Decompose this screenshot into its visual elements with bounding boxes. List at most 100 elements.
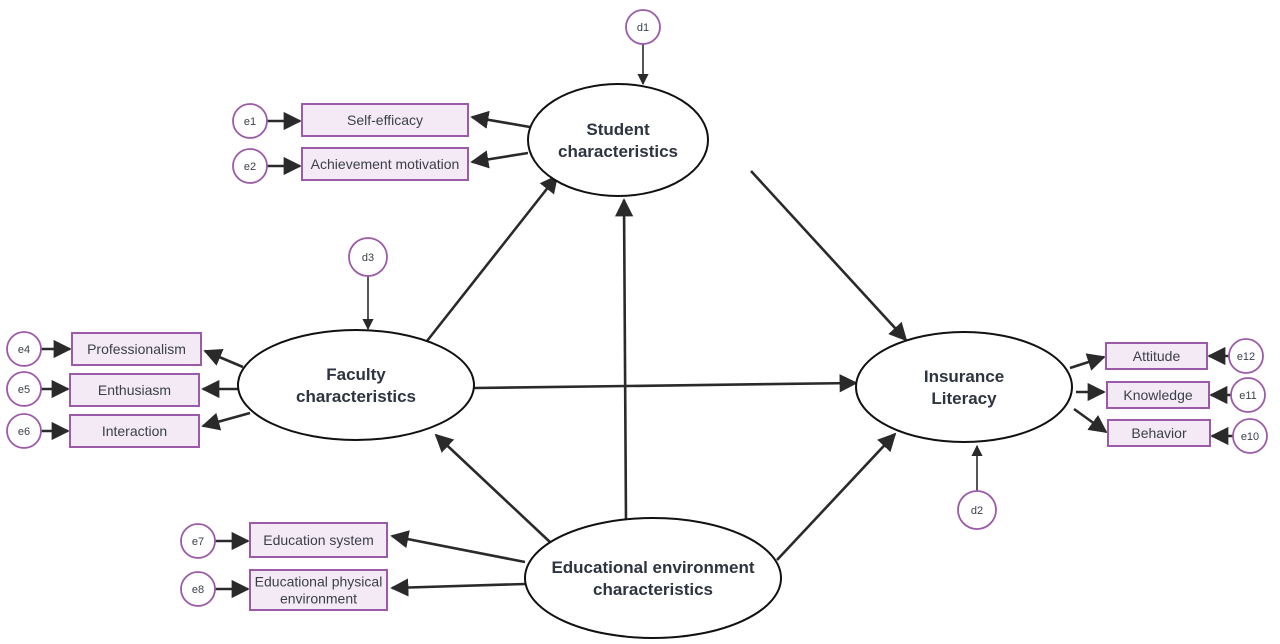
structural-path-environment-to-student	[615, 198, 634, 524]
error-label: e4	[18, 344, 30, 356]
error-label: e6	[18, 426, 30, 438]
loading-arrow-behavior	[1073, 407, 1108, 434]
indicator-box	[301, 103, 469, 137]
error-circle	[1228, 338, 1264, 374]
latent-label: characteristics	[558, 142, 678, 161]
indicator-knowledge[interactable]: Knowledge	[1106, 381, 1210, 409]
indicator-label: Attitude	[1133, 348, 1181, 364]
loading-arrow-edu_physical	[390, 578, 526, 597]
error-term-e5[interactable]: e5	[6, 371, 42, 407]
latent-label: Faculty	[326, 365, 386, 384]
latent-environment[interactable]: Educational environment characteristics	[524, 517, 782, 639]
indicator-box	[69, 373, 200, 407]
structural-path-environment-to-faculty	[434, 433, 552, 544]
error-circle	[1232, 418, 1268, 454]
error-term-e4[interactable]: e4	[6, 331, 42, 367]
indicator-edu_system[interactable]: Education system	[249, 522, 388, 558]
indicator-box	[69, 414, 200, 448]
disturbance-d3[interactable]: d3	[348, 237, 388, 277]
indicator-label: Achievement motivation	[311, 156, 460, 172]
indicator-box	[1107, 419, 1211, 447]
nodes-layer: StudentcharacteristicsFacultycharacteris…	[6, 9, 1268, 639]
error-term-e12[interactable]: e12	[1228, 338, 1264, 374]
error-label: e12	[1237, 351, 1255, 363]
latent-label: Literacy	[931, 389, 997, 408]
structural-path-student-to-insurance	[750, 170, 908, 342]
error-circle	[232, 103, 268, 139]
edges-layer	[41, 44, 1233, 599]
indicator-label: Knowledge	[1123, 387, 1192, 403]
structural-path-faculty-to-student	[425, 174, 559, 342]
indicator-label: Education system	[263, 532, 374, 548]
error-term-e7[interactable]: e7	[180, 523, 216, 559]
indicator-achievement[interactable]: Achievement motivation	[301, 147, 469, 181]
indicator-box	[71, 332, 202, 366]
loading-arrow-self_efficacy	[470, 110, 531, 129]
indicator-box	[249, 522, 388, 558]
latent-label: Insurance	[924, 367, 1004, 386]
latent-label: Educational environment	[551, 558, 754, 577]
latent-ellipse	[855, 331, 1073, 443]
indicator-box	[249, 569, 388, 611]
error-label: e10	[1241, 431, 1259, 443]
error-term-e2[interactable]: e2	[232, 148, 268, 184]
indicator-enthusiasm[interactable]: Enthusiasm	[69, 373, 200, 407]
error-circle	[232, 148, 268, 184]
error-circle	[6, 413, 42, 449]
loading-arrow-interaction	[201, 411, 251, 431]
error-circle	[180, 523, 216, 559]
loading-arrow-attitude	[1069, 353, 1106, 371]
error-term-e10[interactable]: e10	[1232, 418, 1268, 454]
latent-student[interactable]: Student characteristics	[527, 83, 709, 197]
disturbance-d1[interactable]: d1	[625, 9, 661, 45]
indicator-label: Behavior	[1131, 425, 1187, 441]
error-circle	[6, 371, 42, 407]
error-label: e1	[244, 116, 256, 128]
error-label: e7	[192, 536, 204, 548]
disturbance-label: d2	[971, 505, 983, 517]
loading-arrow-achievement	[470, 150, 529, 169]
disturbance-circle	[625, 9, 661, 45]
error-circle	[180, 571, 216, 607]
error-term-e6[interactable]: e6	[6, 413, 42, 449]
latent-label: characteristics	[593, 580, 713, 599]
latent-label: characteristics	[296, 387, 416, 406]
disturbance-circle	[348, 237, 388, 277]
indicator-self_efficacy[interactable]: Self-efficacy	[301, 103, 469, 137]
indicator-behavior[interactable]: Behavior	[1107, 419, 1211, 447]
indicator-attitude[interactable]: Attitude	[1105, 342, 1208, 370]
loading-arrow-professionalism	[203, 348, 244, 369]
error-label: e5	[18, 384, 30, 396]
loading-arrow-edu_system	[390, 530, 526, 564]
error-circle	[6, 331, 42, 367]
disturbance-label: d3	[362, 252, 374, 264]
disturbance-d2[interactable]: d2	[957, 490, 997, 530]
indicator-label: Professionalism	[87, 341, 186, 357]
indicator-box	[1105, 342, 1208, 370]
indicator-label: Interaction	[102, 423, 167, 439]
indicator-label: Educational physical	[255, 574, 383, 590]
indicator-label: environment	[280, 591, 357, 607]
indicator-label: Self-efficacy	[347, 112, 423, 128]
indicator-professionalism[interactable]: Professionalism	[71, 332, 202, 366]
latent-ellipse	[527, 83, 709, 197]
indicator-box	[301, 147, 469, 181]
latent-faculty[interactable]: Faculty characteristics	[237, 329, 475, 441]
error-term-e8[interactable]: e8	[180, 571, 216, 607]
error-circle	[1230, 377, 1266, 413]
latent-ellipse	[524, 517, 782, 639]
disturbance-circle	[957, 490, 997, 530]
structural-path-faculty-to-insurance	[473, 374, 858, 393]
latent-label: Student	[586, 120, 650, 139]
error-label: e11	[1239, 390, 1257, 402]
disturbance-label: d1	[637, 22, 649, 34]
error-term-e11[interactable]: e11	[1230, 377, 1266, 413]
latent-ellipse	[237, 329, 475, 441]
error-term-e1[interactable]: e1	[232, 103, 268, 139]
indicator-label: Enthusiasm	[98, 382, 171, 398]
indicator-interaction[interactable]: Interaction	[69, 414, 200, 448]
error-label: e2	[244, 161, 256, 173]
